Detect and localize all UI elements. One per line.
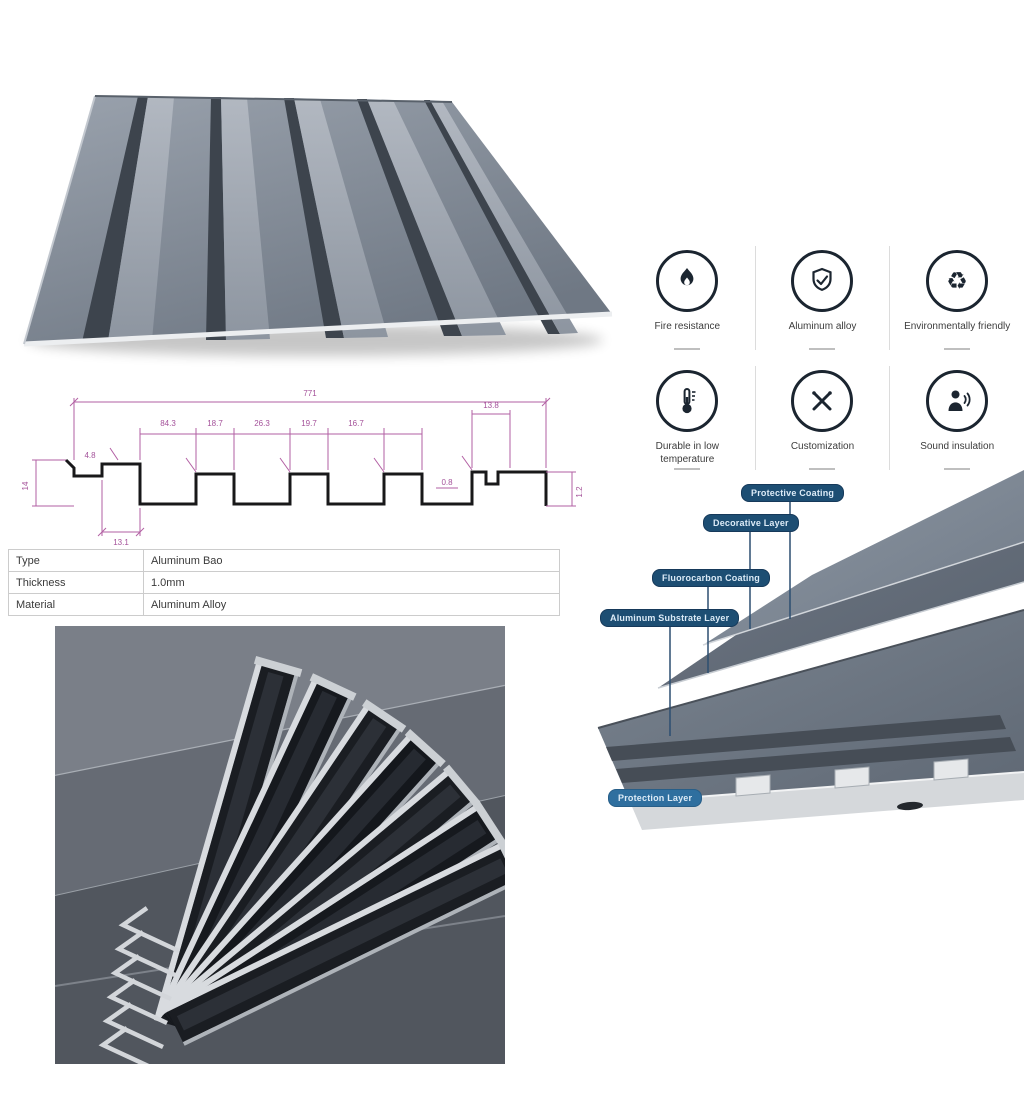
rib-shadow: [206, 97, 226, 340]
shield-icon: [791, 250, 854, 312]
layer-label-protection-layer: Protection Layer: [608, 789, 703, 807]
folded-edges: [98, 906, 180, 1064]
feature-label: Durable in low temperature: [655, 441, 720, 465]
dim-bottom-left: 13.1: [113, 538, 129, 547]
dim-height-left: 14: [21, 481, 30, 490]
sheet-layer-1: [703, 470, 1024, 645]
dim-seg1: 84.3: [160, 419, 176, 428]
layer-label-fluorocarbon-coating: Fluorocarbon Coating: [652, 569, 770, 587]
rib-top: [108, 96, 174, 341]
spec-label: Type: [8, 549, 144, 572]
dim-thickness: 0.8: [441, 478, 453, 487]
base-channel: [606, 715, 1006, 761]
spec-value: Aluminum Bao: [143, 549, 560, 572]
dim-seg2: 18.7: [207, 419, 223, 428]
recycle-icon: ♻: [926, 250, 989, 312]
feature-label: Environmentally friendly: [904, 321, 1011, 332]
base-channel: [616, 737, 1016, 783]
rib-top: [221, 97, 270, 340]
feature-sound-insulation: Sound insulation: [889, 366, 1024, 470]
feature-environmentally-friendly: ♻ Environmentally friendly: [889, 246, 1024, 350]
dim-notch-top: 13.8: [483, 401, 499, 410]
rib-top: [294, 98, 388, 338]
flame-icon: [656, 250, 719, 312]
seam-shadow: [424, 100, 560, 334]
spec-value: Aluminum Alloy: [143, 593, 560, 616]
dimension-lines: [32, 397, 576, 537]
base-front-edge: [630, 772, 1024, 830]
feature-underline: [809, 348, 836, 350]
rib-shadow: [284, 98, 344, 338]
layer-label-protective-coating: Protective Coating: [741, 484, 845, 502]
hero-panel-image: [23, 95, 613, 356]
feature-underline: [944, 468, 971, 470]
spec-label: Thickness: [8, 571, 144, 594]
rib-cross-section: [834, 766, 870, 789]
stacked-panels-photo: [55, 626, 505, 1064]
svg-text:♻: ♻: [946, 268, 968, 295]
cross-section-drawing: 771 84.3 18.7 26.3 19.7 16.7 13.8 0.8 1.…: [21, 389, 584, 547]
spec-value: 1.0mm: [143, 571, 560, 594]
fanned-profiles: [153, 656, 505, 1046]
feature-underline: [809, 468, 836, 470]
seam-top: [430, 100, 578, 334]
rib-shadow: [357, 99, 462, 336]
exploded-layers-image: [597, 470, 1024, 830]
feature-label: Aluminum alloy: [788, 321, 857, 332]
sound-insulation-icon: [926, 370, 989, 432]
dim-step: 4.8: [84, 451, 96, 460]
feature-underline: [674, 468, 701, 470]
spec-table: Type Aluminum Bao Thickness 1.0mm Materi…: [8, 549, 560, 616]
panel-left-edge: [23, 95, 96, 345]
panel-back-edge: [94, 95, 453, 103]
dim-seg4: 19.7: [301, 419, 317, 428]
spec-label: Material: [8, 593, 144, 616]
table-row: Type Aluminum Bao: [8, 549, 560, 572]
feature-grid: Fire resistance Aluminum alloy ♻ Environ…: [620, 246, 1024, 470]
panel-front-edge: [23, 311, 613, 347]
thermometer-icon: [656, 370, 719, 432]
feature-customization: Customization: [754, 366, 890, 470]
crossed-tools-icon: [791, 370, 854, 432]
layer-label-aluminum-substrate: Aluminum Substrate Layer: [600, 609, 740, 627]
dim-height-right: 1.2: [575, 486, 584, 498]
table-row: Material Aluminum Alloy: [8, 593, 560, 616]
rib-cross-section: [735, 774, 771, 797]
rib-cross-section: [933, 758, 969, 781]
table-row: Thickness 1.0mm: [8, 571, 560, 594]
feature-low-temperature: Durable in low temperature: [620, 366, 755, 470]
feature-aluminum-alloy: Aluminum alloy: [754, 246, 890, 350]
edge-slot: [897, 801, 923, 811]
feature-label: Customization: [790, 441, 855, 452]
feature-underline: [674, 348, 701, 350]
feature-label: Sound insulation: [920, 441, 995, 452]
rib-shadow: [82, 96, 148, 342]
rib-top: [367, 99, 506, 336]
feature-label: Fire resistance: [654, 321, 721, 332]
feature-underline: [944, 348, 971, 350]
profile-outline: [64, 458, 548, 506]
layer-label-decorative-layer: Decorative Layer: [703, 514, 799, 532]
dim-seg5: 16.7: [348, 419, 364, 428]
dim-seg3: 26.3: [254, 419, 270, 428]
feature-fire-resistance: Fire resistance: [620, 246, 755, 350]
dim-overall: 771: [303, 389, 317, 398]
